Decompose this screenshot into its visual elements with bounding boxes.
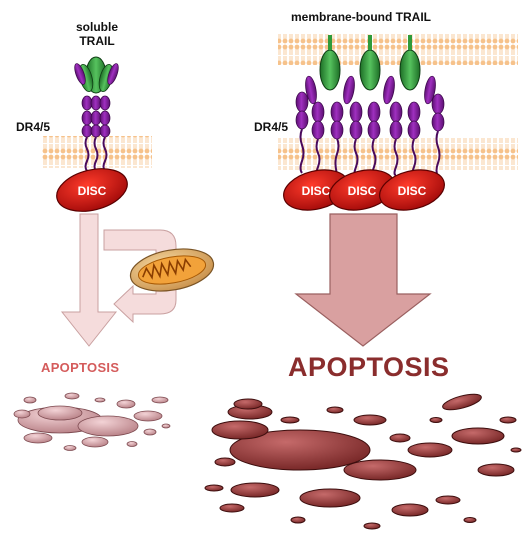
apoptosis-label-large: APOPTOSIS (288, 352, 450, 382)
dr4-5-receptor-left (81, 95, 111, 172)
receptor-label-left: DR4/5 (16, 120, 51, 134)
cell-membrane-right (278, 138, 518, 170)
membrane-bound-trail-label: membrane-bound TRAIL (291, 10, 431, 24)
apoptotic-bodies-large (204, 393, 522, 530)
presenting-membrane (278, 33, 518, 65)
membrane-bound-trail-unit-2: DISC (329, 35, 395, 211)
membrane-bound-trail-receptor-complexes: DISC DISC (283, 35, 445, 211)
disc-label-right-1: DISC (302, 184, 331, 198)
strong-signal-arrow (294, 213, 432, 347)
soluble-trail-label: soluble TRAIL (62, 20, 132, 48)
soluble-trail-receptor-complex: DISC (56, 56, 128, 212)
receptor-label-right: DR4/5 (254, 120, 289, 134)
soluble-label-line1: soluble (75, 20, 118, 34)
disc-label-right-2: DISC (348, 184, 377, 198)
disc-complex-left: DISC (56, 168, 128, 212)
disc-label: DISC (78, 184, 107, 198)
disc-label-right-3: DISC (398, 184, 427, 198)
apoptosis-label-small: APOPTOSIS (41, 360, 120, 375)
soluble-label-line2: TRAIL (79, 34, 115, 48)
membrane-bound-trail-unit-3: DISC (379, 35, 445, 211)
apoptotic-bodies-small (13, 392, 171, 451)
weak-signal-arrow (60, 213, 118, 347)
mitochondrion-icon (129, 248, 215, 292)
